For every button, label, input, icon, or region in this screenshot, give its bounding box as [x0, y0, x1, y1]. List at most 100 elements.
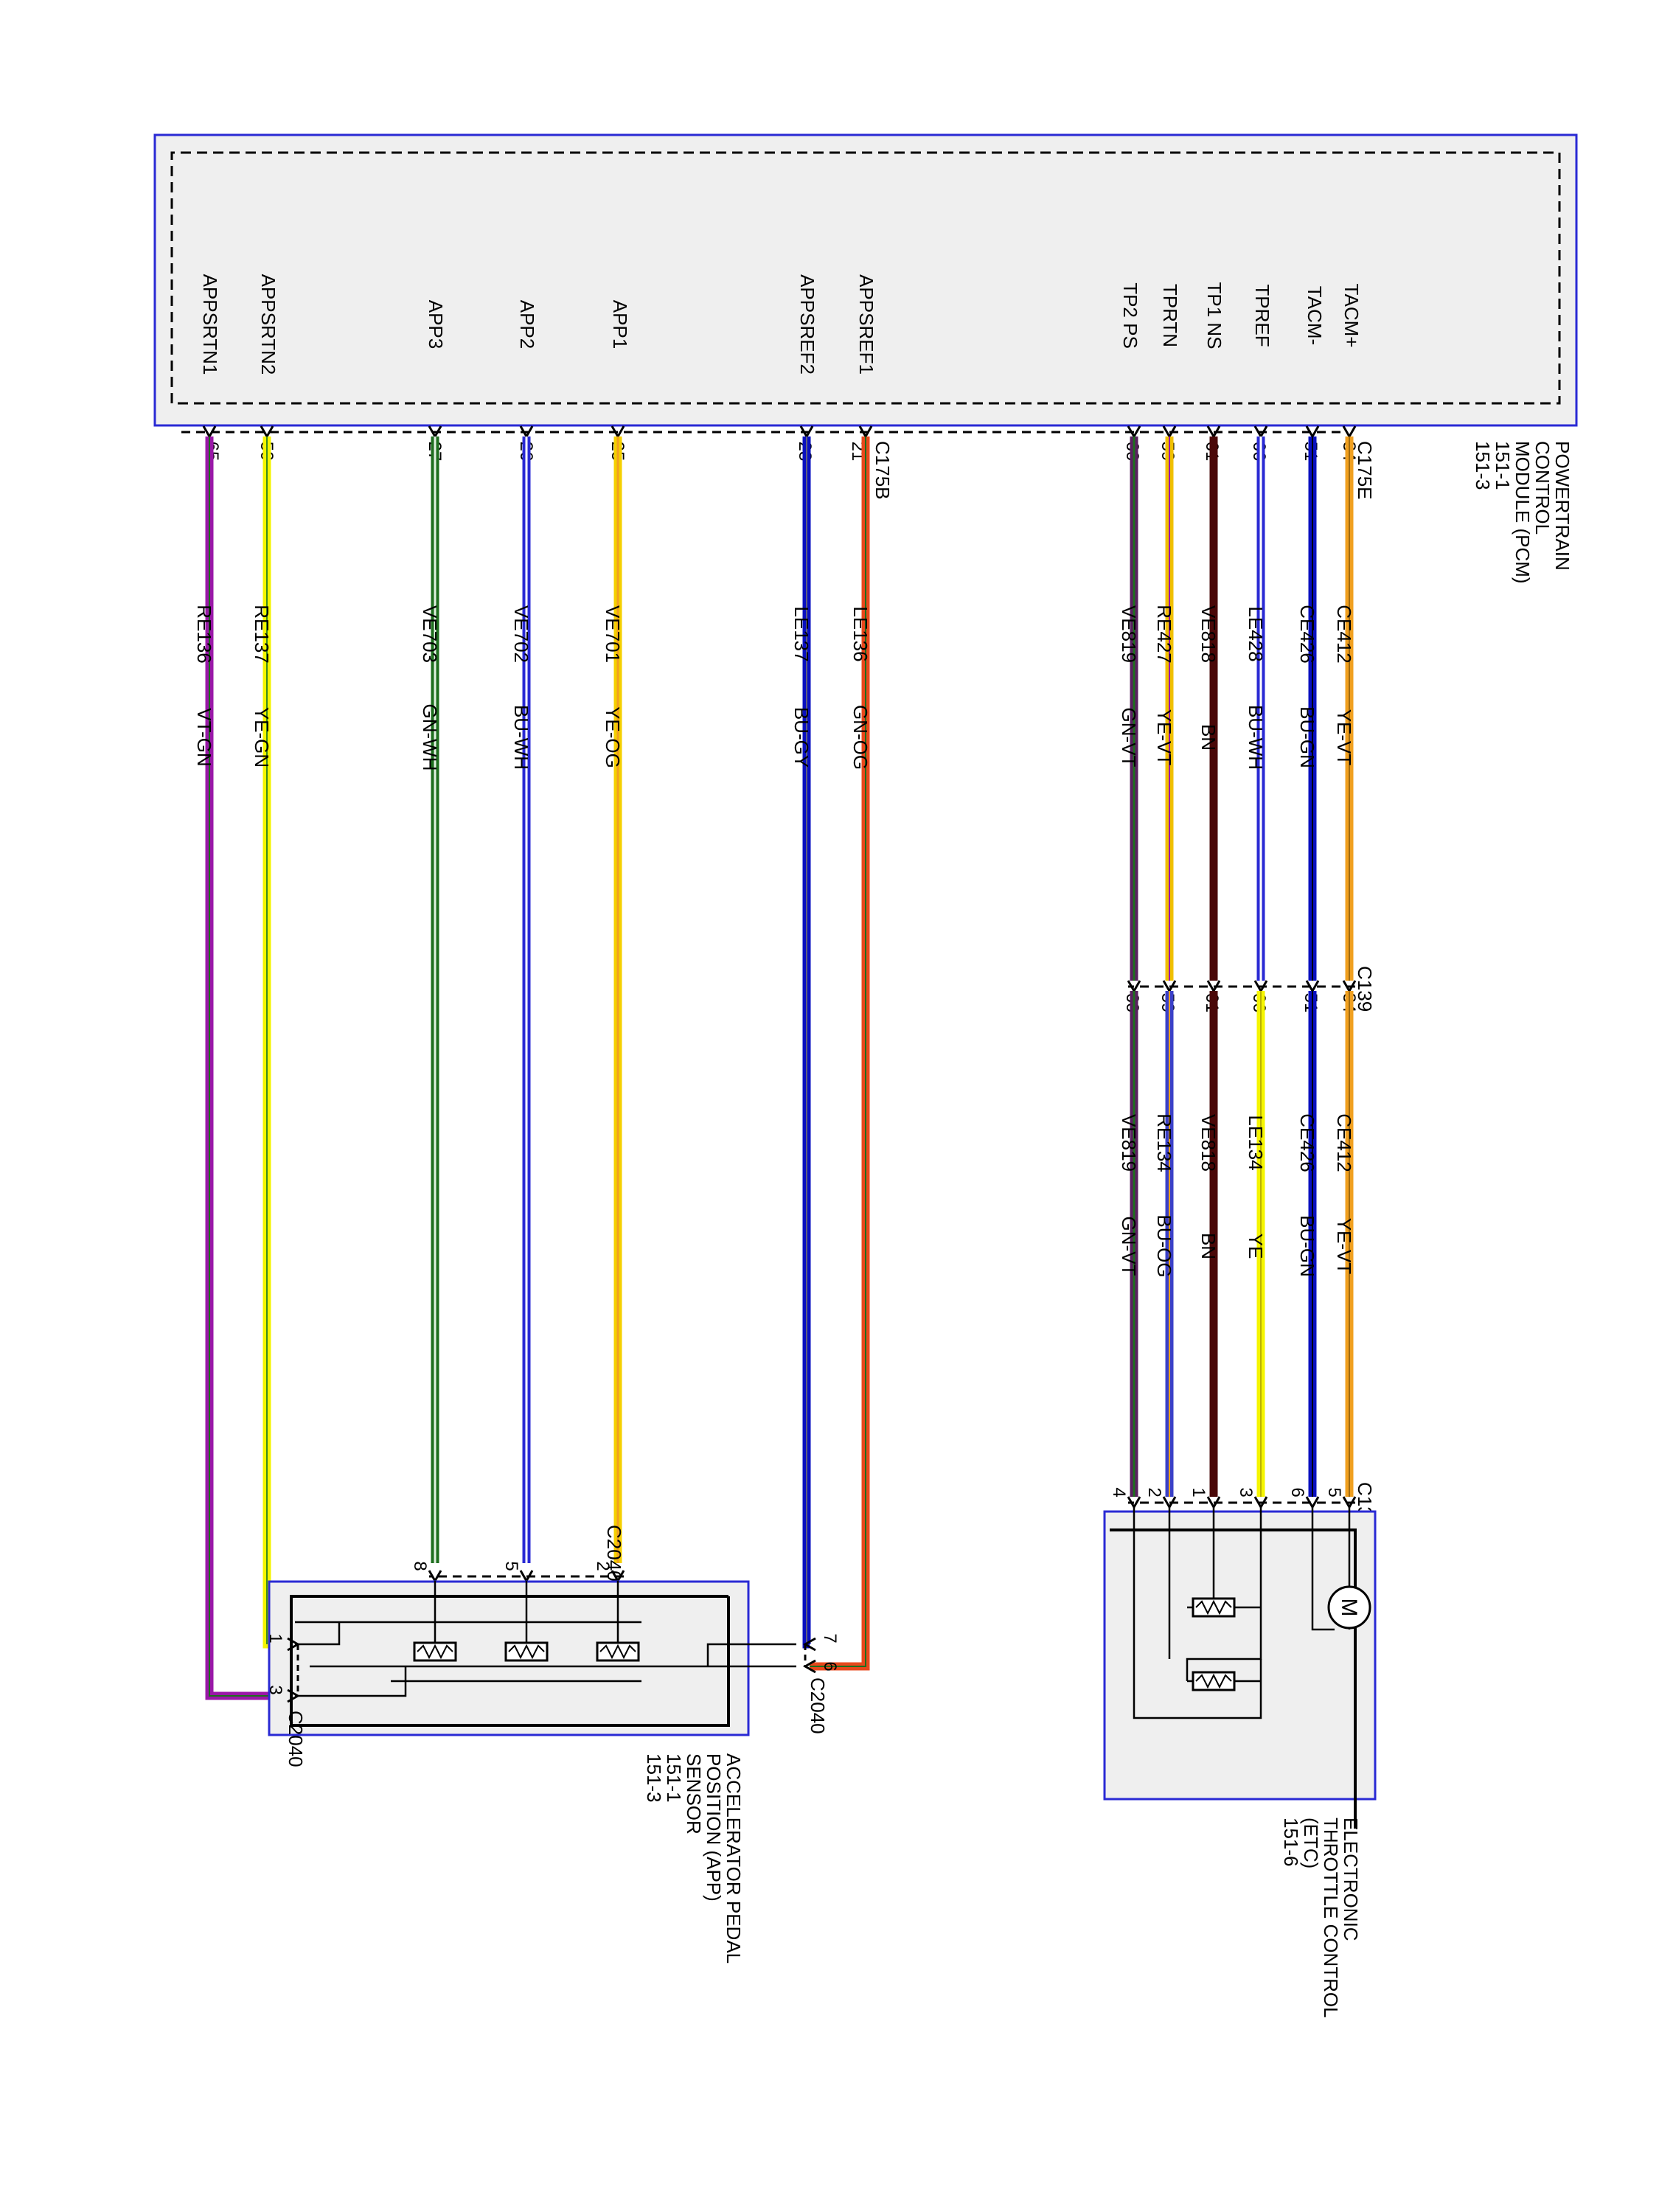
- circuit-color: BU-GN: [1296, 706, 1318, 768]
- c1368-pin-number: 4: [1109, 1487, 1129, 1497]
- circuit-id: CE412: [1333, 605, 1355, 664]
- circuit-color: YE-GN: [251, 707, 273, 768]
- app-circuit-labels: LE136 GN-OG LE137 BU-GY VE701 YE-OG VE70…: [193, 605, 872, 771]
- c1368-pin-number: 3: [1236, 1487, 1256, 1497]
- circuit-id: CE426: [1296, 1113, 1318, 1172]
- circuit-id: CE412: [1333, 1113, 1355, 1172]
- pcm-inner-dashed-box: [170, 151, 1561, 405]
- circuit-id: LE428: [1245, 606, 1267, 661]
- pcm-title: POWERTRAIN CONTROL MODULE (PCM) 151-1 15…: [1472, 441, 1573, 584]
- circuit-id: VE703: [419, 605, 441, 663]
- etc-title-line-3: (ETC): [1300, 1818, 1322, 1868]
- c1368-pin-number: 5: [1324, 1487, 1344, 1497]
- pcm-connector-e-label: C175E: [1354, 441, 1376, 500]
- circuit-color: GN-VT: [1118, 1217, 1140, 1276]
- pcm-pin-name: APPSRTN1: [199, 274, 221, 375]
- pcm-title-line-3: MODULE (PCM): [1512, 441, 1534, 584]
- etc-potentiometer-1-zigzag: [1195, 1599, 1232, 1615]
- c139-label: C139: [1354, 966, 1376, 1012]
- circuit-id: VE819: [1118, 1114, 1140, 1172]
- circuit-color: BU-OG: [1153, 1214, 1175, 1277]
- app-title-line-1: ACCELERATOR PEDAL: [723, 1753, 745, 1964]
- pcm-connector-b-label: C175B: [872, 441, 894, 500]
- c2040-pin-number: 5: [501, 1561, 521, 1571]
- pcm-module: [153, 133, 1578, 427]
- circuit-color: BU-WH: [1245, 705, 1267, 770]
- app-module: [268, 1580, 796, 1736]
- circuit-color: BN: [1197, 1233, 1220, 1259]
- circuit-color: YE-VT: [1333, 709, 1355, 766]
- app-inner-frame: [290, 1595, 730, 1727]
- c2040-top-connector: C2040 2 5 8: [410, 1525, 625, 1584]
- circuit-color: BU-WH: [510, 705, 532, 770]
- circuit-id: RE427: [1153, 605, 1175, 664]
- pcm-pin-name: TPREF: [1251, 284, 1273, 347]
- pcm-pin-name: APP3: [425, 300, 447, 349]
- app-title-line-4: 151-1: [663, 1753, 685, 1803]
- circuit-color: YE-VT: [1333, 1218, 1355, 1275]
- circuit-id: LE134: [1245, 1115, 1267, 1170]
- app-potentiometer-1-zigzag: [599, 1644, 636, 1660]
- c1368-pin-number: 2: [1144, 1487, 1164, 1497]
- app-wires: [205, 437, 870, 1700]
- c2040-side-pin-number: 6: [820, 1661, 840, 1671]
- pcm-pin-name: APP1: [609, 300, 631, 349]
- etc-module: M: [1103, 1507, 1377, 1829]
- c2040-pin-number: 8: [410, 1561, 430, 1571]
- circuit-id: VE702: [510, 605, 532, 663]
- app-internal-wiring: [295, 1581, 796, 1697]
- circuit-color: YE: [1245, 1234, 1267, 1259]
- circuit-color: GN-OG: [849, 705, 872, 770]
- c139-connector: C139 34 51 66 61 59 60: [1122, 966, 1376, 1012]
- etc-circuit-labels-lower: CE412 YE-VT CE426 BU-GN LE134 YE VE818 B…: [1118, 1113, 1355, 1277]
- etc-title-line-2: THROTTLE CONTROL: [1320, 1818, 1342, 2018]
- pcm-pin-name: TACM+: [1340, 284, 1363, 348]
- circuit-color: GN-WH: [419, 704, 441, 771]
- circuit-id: VE818: [1197, 1114, 1220, 1172]
- circuit-id: LE136: [849, 606, 872, 661]
- circuit-id: VE701: [602, 605, 624, 663]
- circuit-color: BU-GN: [1296, 1215, 1318, 1277]
- app-potentiometer-2-zigzag: [508, 1644, 545, 1660]
- circuit-id: RE134: [1153, 1113, 1175, 1172]
- etc-circuit-labels-upper: CE412 YE-VT CE426 BU-GN LE428 BU-WH VE81…: [1118, 605, 1355, 770]
- c2040-side-connector: C2040 C2040 6 7 1 3: [265, 1633, 840, 1767]
- pcm-pin-name: APPSREF1: [855, 274, 877, 375]
- circuit-color: BU-GY: [790, 707, 813, 768]
- pcm-pin-names-e: TACM+ TACM- TPREF TP1 NS TPRTN TP2 PS: [1119, 282, 1363, 349]
- circuit-color: GN-VT: [1118, 708, 1140, 768]
- circuit-id: VE819: [1118, 605, 1140, 663]
- etc-potentiometer-2-zigzag: [1195, 1673, 1232, 1689]
- etc-wires-lower: [1130, 991, 1354, 1497]
- pcm-pin-names-b: APPSREF1 APPSREF2 APP1 APP2 APP3 APPSRTN…: [199, 274, 877, 375]
- wire-re136-stripe: [209, 437, 293, 1697]
- pcm-pin-name: TACM-: [1304, 286, 1326, 345]
- pcm-pin-name: TP2 PS: [1119, 282, 1141, 349]
- c2040-pin-number: 2: [593, 1561, 613, 1571]
- app-title-line-3: SENSOR: [683, 1753, 705, 1834]
- c1368-pin-number: 6: [1287, 1487, 1307, 1497]
- pcm-title-line-1: POWERTRAIN: [1551, 441, 1573, 571]
- etc-outer-box: [1103, 1510, 1377, 1801]
- c2040-side-pin-number: 1: [265, 1633, 285, 1643]
- pcm-pin-name: TPRTN: [1159, 284, 1181, 347]
- pcm-outer-box: [153, 133, 1578, 427]
- c2040-side-pin-number: 7: [820, 1633, 840, 1643]
- app-potentiometer-3-zigzag: [417, 1644, 453, 1660]
- circuit-color: BN: [1197, 724, 1220, 751]
- circuit-color: VT-GN: [193, 708, 215, 766]
- circuit-id: RE136: [193, 605, 215, 664]
- circuit-id: CE426: [1296, 605, 1318, 664]
- circuit-color: YE-VT: [1153, 709, 1175, 766]
- c2040-side-label-top: C2040: [807, 1677, 829, 1734]
- circuit-id: LE137: [790, 606, 813, 661]
- circuit-id: VE818: [1197, 605, 1220, 663]
- c2040-side-label-bottom: C2040: [285, 1711, 307, 1767]
- pcm-title-line-4: 151-1: [1492, 441, 1514, 490]
- etc-motor-symbol: M: [1337, 1599, 1361, 1617]
- pcm-pin-name: APPSREF2: [796, 274, 818, 375]
- wire-le136-stripe: [810, 437, 866, 1667]
